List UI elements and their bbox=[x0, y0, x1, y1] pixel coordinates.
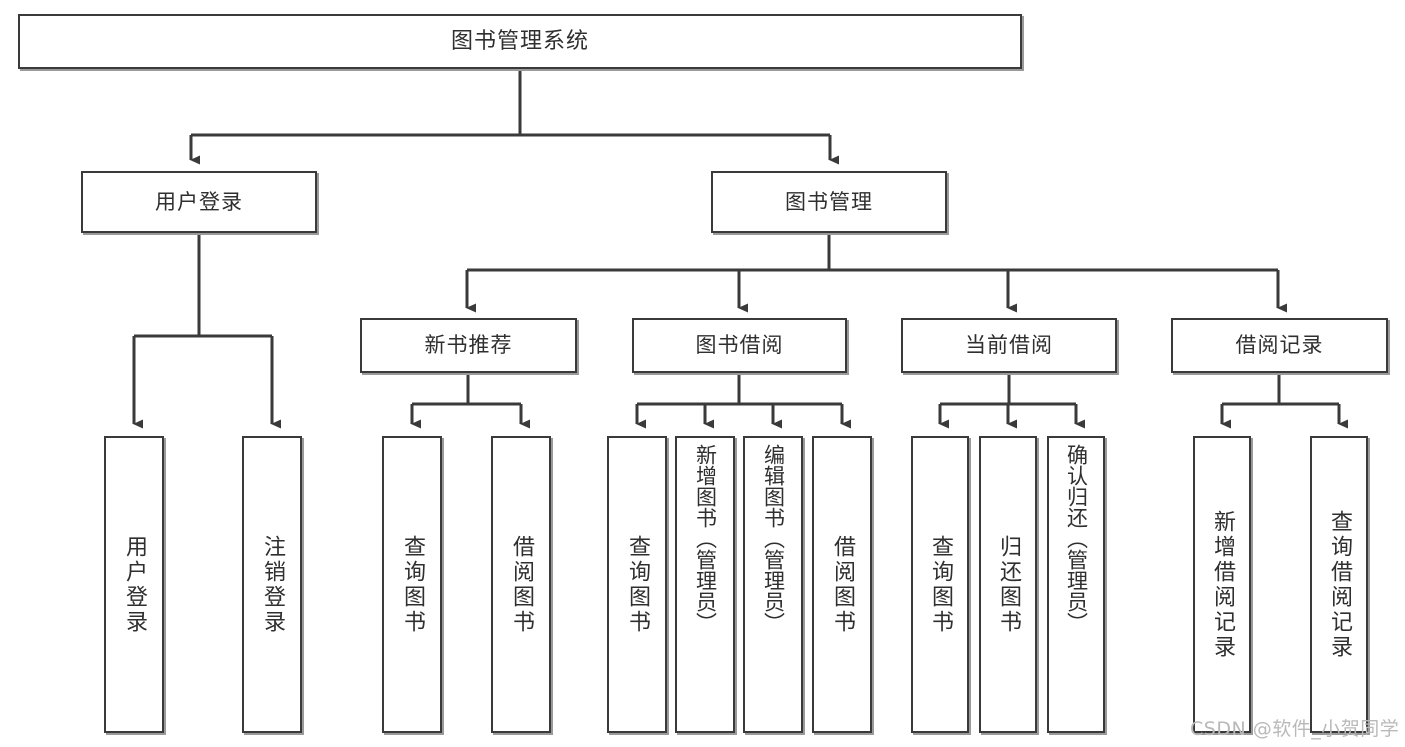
leaf-book-borrow-query[interactable]: 查询图书 bbox=[607, 436, 667, 733]
node-book-management-label: 图书管理 bbox=[785, 189, 873, 214]
leaf-book-borrow-add-label: 新增图书（管理员） bbox=[693, 444, 718, 633]
leaf-book-borrow-add[interactable]: 新增图书（管理员） bbox=[675, 436, 735, 733]
node-root-label: 图书管理系统 bbox=[450, 28, 589, 54]
leaf-current-borrow-confirm[interactable]: 确认归还（管理员） bbox=[1047, 436, 1105, 733]
leaf-new-book-borrow[interactable]: 借阅图书 bbox=[491, 436, 551, 733]
leaf-book-borrow-edit[interactable]: 编辑图书（管理员） bbox=[743, 436, 803, 733]
node-new-book-recommend-label: 新书推荐 bbox=[424, 333, 513, 358]
leaf-borrow-record-add[interactable]: 新增借阅记录 bbox=[1193, 436, 1251, 733]
node-book-management[interactable]: 图书管理 bbox=[711, 171, 947, 233]
node-new-book-recommend[interactable]: 新书推荐 bbox=[360, 318, 577, 373]
watermark: CSDN @软件_小贺同学 bbox=[1190, 718, 1400, 740]
leaf-borrow-record-add-label: 新增借阅记录 bbox=[1210, 509, 1235, 660]
leaf-new-book-query[interactable]: 查询图书 bbox=[382, 436, 442, 733]
leaf-book-borrow-borrow-label: 借阅图书 bbox=[830, 534, 855, 635]
node-book-borrow-label: 图书借阅 bbox=[695, 333, 784, 358]
leaf-book-borrow-borrow[interactable]: 借阅图书 bbox=[812, 436, 872, 733]
node-book-borrow[interactable]: 图书借阅 bbox=[632, 318, 847, 373]
leaf-borrow-record-query[interactable]: 查询借阅记录 bbox=[1310, 436, 1368, 733]
leaf-user-login-signin[interactable]: 用户登录 bbox=[104, 436, 164, 733]
node-user-login-label: 用户登录 bbox=[155, 189, 243, 214]
node-borrow-record-label: 借阅记录 bbox=[1235, 333, 1324, 358]
node-current-borrow[interactable]: 当前借阅 bbox=[901, 318, 1117, 373]
leaf-new-book-borrow-label: 借阅图书 bbox=[509, 534, 534, 635]
leaf-user-login-signin-label: 用户登录 bbox=[122, 534, 147, 635]
node-current-borrow-label: 当前借阅 bbox=[965, 333, 1053, 358]
leaf-current-borrow-return[interactable]: 归还图书 bbox=[979, 436, 1037, 733]
leaf-new-book-query-label: 查询图书 bbox=[400, 534, 425, 635]
leaf-current-borrow-query[interactable]: 查询图书 bbox=[911, 436, 969, 733]
leaf-book-borrow-edit-label: 编辑图书（管理员） bbox=[761, 444, 786, 633]
leaf-borrow-record-query-label: 查询借阅记录 bbox=[1327, 509, 1352, 660]
leaf-current-borrow-query-label: 查询图书 bbox=[928, 534, 953, 635]
node-root[interactable]: 图书管理系统 bbox=[18, 14, 1022, 69]
node-borrow-record[interactable]: 借阅记录 bbox=[1171, 318, 1388, 373]
leaf-user-login-signout-label: 注销登录 bbox=[260, 534, 285, 635]
leaf-book-borrow-query-label: 查询图书 bbox=[625, 534, 650, 635]
leaf-current-borrow-return-label: 归还图书 bbox=[996, 534, 1021, 635]
leaf-current-borrow-confirm-label: 确认归还（管理员） bbox=[1064, 444, 1089, 633]
node-user-login[interactable]: 用户登录 bbox=[81, 171, 317, 233]
leaf-user-login-signout[interactable]: 注销登录 bbox=[242, 436, 302, 733]
